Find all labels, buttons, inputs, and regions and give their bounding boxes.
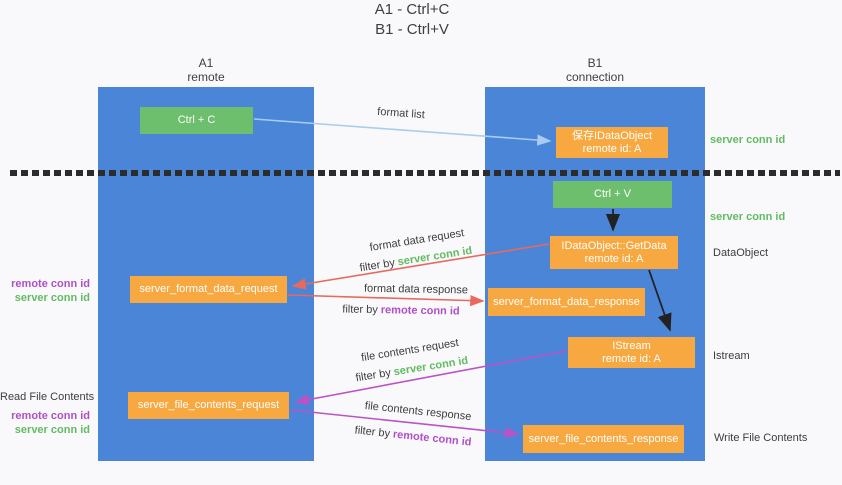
read-file-contents-label: Read File Contents <box>0 391 95 403</box>
title-line-a1: A1 - Ctrl+C <box>374 1 450 18</box>
remote-conn-id-label: remote conn id <box>11 278 90 290</box>
lane-a1-id: A1 <box>198 56 214 70</box>
server-conn-id-label-mid: server conn id <box>710 211 786 223</box>
getdata-line2: remote id: A <box>584 252 644 265</box>
server-file-contents-request-label: server_file_contents_request <box>137 399 280 411</box>
format-list-label: format list <box>376 105 426 122</box>
server-file-contents-response-label: server_file_contents_response <box>528 432 679 445</box>
lane-b1-role: connection <box>565 70 625 84</box>
server-conn-id-label: server conn id <box>14 424 90 436</box>
filter-by-text: filter by <box>358 256 396 275</box>
server-format-data-response-node: server_format_data_response <box>488 288 645 316</box>
lane-header-b1: B1 connection <box>485 56 705 84</box>
save-idataobject-line2: remote id: A <box>582 142 642 155</box>
remote-conn-id-text: remote conn id <box>380 304 460 318</box>
dataobject-label: DataObject <box>713 247 769 259</box>
save-idataobject-node: 保存IDataObject remote id: A <box>556 127 668 158</box>
server-format-data-request-label: server_format_data_request <box>139 283 278 295</box>
save-idataobject-line1: 保存IDataObject <box>571 129 653 142</box>
istream-line1: IStream <box>612 339 651 352</box>
istream-label: Istream <box>713 350 750 362</box>
getdata-node: IDataObject::GetData remote id: A <box>550 236 678 269</box>
left-bottom-conn-ids: remote conn id server conn id <box>0 409 90 437</box>
ctrl-c-label: Ctrl + C <box>177 114 216 126</box>
istream-node: IStream remote id: A <box>568 337 695 368</box>
ctrl-v-node: Ctrl + V <box>553 181 672 208</box>
format-data-response-label: format data response <box>363 282 469 297</box>
dotted-separator <box>10 170 840 176</box>
server-format-data-request-node: server_format_data_request <box>130 276 287 303</box>
filter-by-text: filter by <box>354 366 392 385</box>
getdata-line1: IDataObject::GetData <box>561 239 667 252</box>
server-file-contents-request-node: server_file_contents_request <box>128 392 289 419</box>
lane-a1-role: remote <box>187 70 225 84</box>
file-contents-response-label: file contents response <box>364 399 472 424</box>
remote-conn-id-label: remote conn id <box>11 410 90 422</box>
server-file-contents-response-node: server_file_contents_response <box>523 425 684 453</box>
filter-by-text: filter by <box>342 303 378 317</box>
title-line-b1: B1 - Ctrl+V <box>375 21 449 38</box>
diagram-title: A1 - Ctrl+C B1 - Ctrl+V <box>0 0 824 40</box>
lane-b1-id: B1 <box>587 56 603 70</box>
write-file-contents-label: Write File Contents <box>714 432 808 444</box>
istream-line2: remote id: A <box>602 352 661 365</box>
filter-by-text: filter by <box>354 424 391 441</box>
server-format-data-response-label: server_format_data_response <box>493 295 640 308</box>
lane-header-a1: A1 remote <box>98 56 314 84</box>
server-conn-id-label: server conn id <box>14 292 90 304</box>
ctrl-c-node: Ctrl + C <box>140 107 253 134</box>
ctrl-v-label: Ctrl + V <box>594 188 631 200</box>
remote-conn-id-text: remote conn id <box>392 428 473 449</box>
server-conn-id-label-top: server conn id <box>710 134 786 146</box>
left-mid-conn-ids: remote conn id server conn id <box>0 277 90 305</box>
